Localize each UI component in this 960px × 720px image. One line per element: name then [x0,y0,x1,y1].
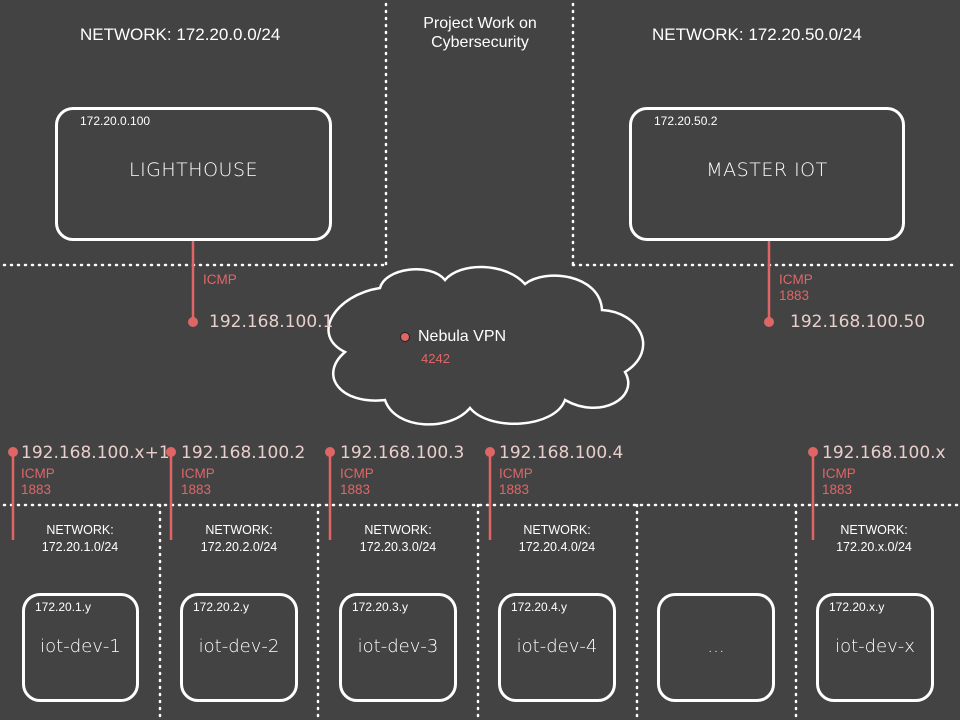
dev-1-node: 172.20.1.y iot-dev-1 [22,593,139,702]
vpn-cloud-shape [327,265,645,426]
dev-x-protocols: ICMP 1883 [822,466,856,497]
dev-4-vpn-ip: 192.168.100.4 [499,443,624,463]
dev-2-network: NETWORK: 172.20.2.0/24 [200,523,278,554]
dev-4-ip: 172.20.4.y [511,600,568,614]
dev-3-network: NETWORK: 172.20.3.0/24 [359,523,437,554]
master-iot-node: 172.20.50.2 MASTER IOT [629,107,905,241]
dev-4-vpn-dot [485,447,495,457]
lighthouse-protocols: ICMP [203,272,237,287]
master-vpn-dot [764,317,774,327]
lighthouse-vpn-ip: 192.168.100.1 [209,312,334,332]
dev-1-network: NETWORK: 172.20.1.0/24 [41,523,119,554]
dev-2-node: 172.20.2.y iot-dev-2 [180,593,298,702]
dev-2-ip: 172.20.2.y [193,600,250,614]
dev-1-vpn-dot [8,447,18,457]
left-network-title: NETWORK: 172.20.0.0/24 [80,25,281,44]
dev-3-protocols: ICMP 1883 [340,466,374,497]
master-ip: 172.20.50.2 [654,114,718,128]
master-protocols: ICMP 1883 [779,272,813,303]
master-vpn-ip: 192.168.100.50 [790,312,926,332]
dev-3-vpn-dot [325,447,335,457]
dev-3-vpn-ip: 192.168.100.3 [340,443,465,463]
dev-4-name: iot-dev-4 [516,636,598,657]
dev-2-name: iot-dev-2 [198,636,280,657]
dev-1-ip: 172.20.1.y [35,600,92,614]
dev-x-vpn-ip: 192.168.100.x [822,443,946,463]
dev-2-vpn-ip: 192.168.100.2 [181,443,306,463]
dev-3-name: iot-dev-3 [357,636,439,657]
dev-2-protocols: ICMP 1883 [181,466,215,497]
right-network-title: NETWORK: 172.20.50.0/24 [652,25,862,44]
vpn-dot [400,332,410,342]
dev-x-network: NETWORK: 172.20.x.0/24 [836,523,912,554]
dev-x-node: 172.20.x.y iot-dev-x [816,593,934,702]
dev-1-protocols: ICMP 1883 [21,466,55,497]
dev-1-vpn-ip: 192.168.100.x+1 [21,443,170,463]
dev-2-vpn-dot [166,447,176,457]
dev-4-network: NETWORK: 172.20.4.0/24 [518,523,596,554]
dev-1-name: iot-dev-1 [40,636,121,657]
dev-3-node: 172.20.3.y iot-dev-3 [339,593,457,702]
dev-x-vpn-dot [808,447,818,457]
dev-3-ip: 172.20.3.y [352,600,409,614]
vpn-name: Nebula VPN [418,328,507,345]
master-name: MASTER IOT [706,159,828,181]
dev-4-protocols: ICMP 1883 [499,466,533,497]
dev-4-node: 172.20.4.y iot-dev-4 [498,593,616,702]
lighthouse-node: 172.20.0.100 LIGHTHOUSE [55,107,332,241]
lighthouse-name: LIGHTHOUSE [128,159,259,181]
lighthouse-vpn-dot [188,317,198,327]
lighthouse-ip: 172.20.0.100 [80,114,151,128]
more-devices-node: ... [657,593,775,702]
dev-x-ip: 172.20.x.y [829,600,885,614]
project-title: Project Work on Cybersecurity [423,15,537,51]
more-devices-label: ... [707,636,725,657]
vpn-port: 4242 [421,351,450,366]
dev-x-name: iot-dev-x [835,636,915,657]
